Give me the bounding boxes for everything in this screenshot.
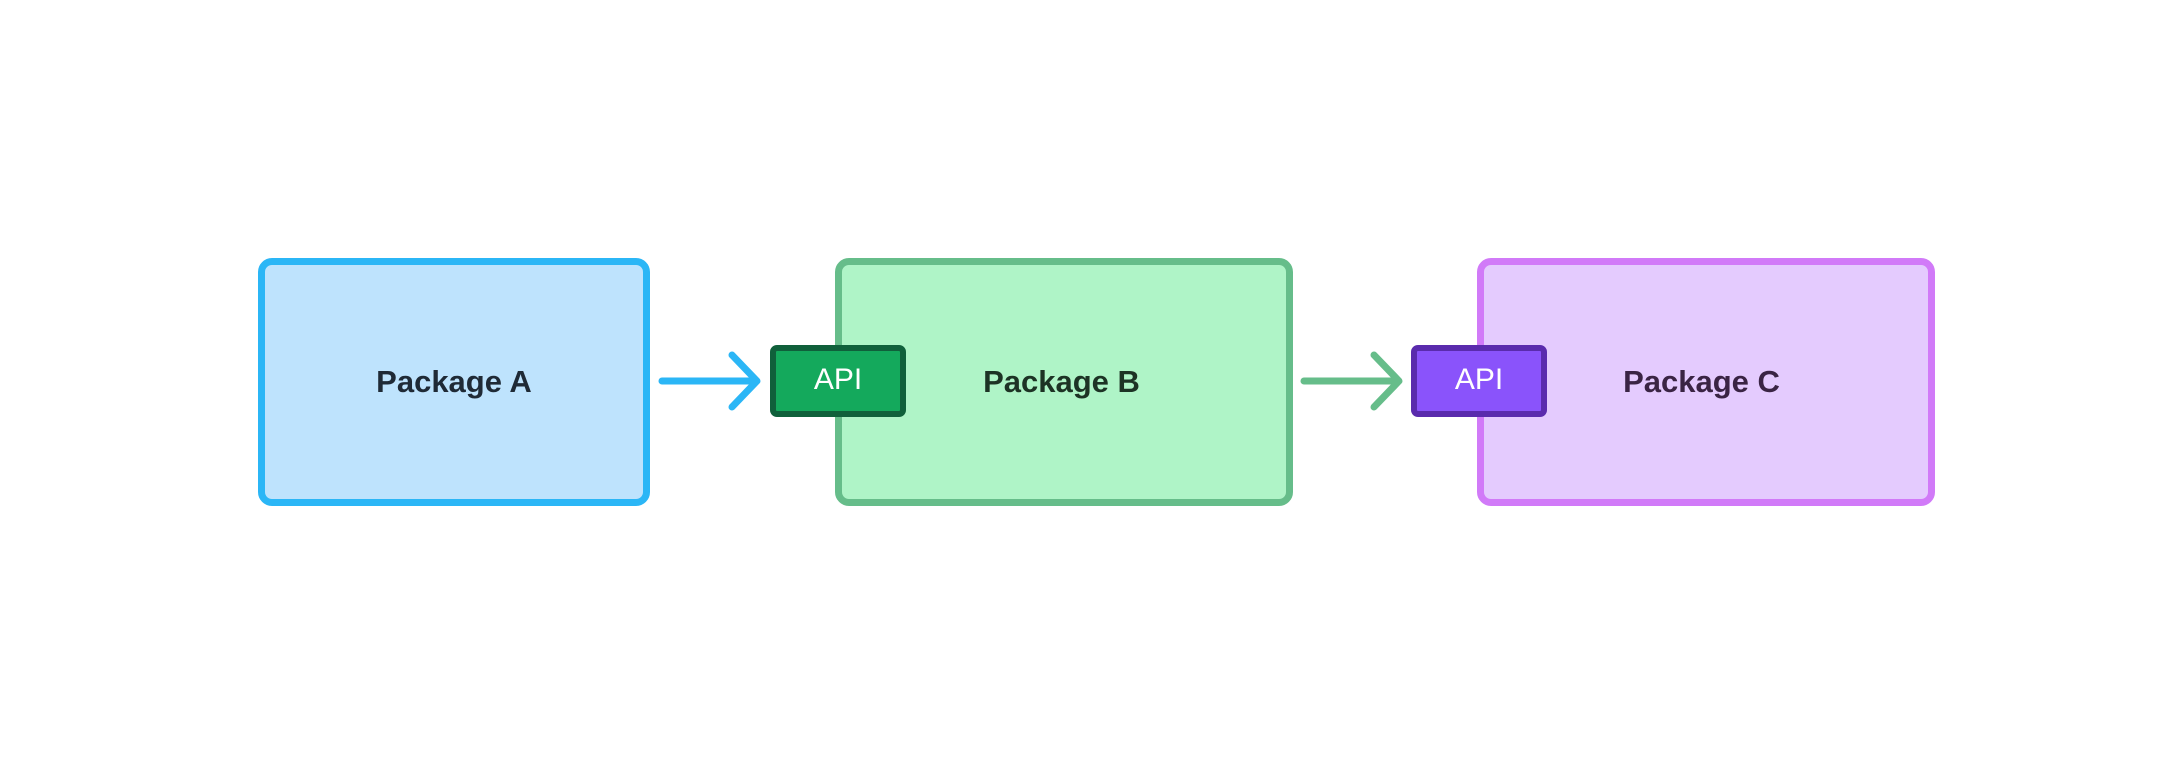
package-a-label: Package A xyxy=(376,364,532,399)
package-c-box[interactable] xyxy=(1477,258,1935,506)
package-b-label: Package B xyxy=(983,364,1140,399)
arrow-a-to-b xyxy=(658,351,761,411)
package-b-api-port[interactable]: API xyxy=(770,345,906,417)
package-b-box[interactable] xyxy=(835,258,1293,506)
package-c-api-port[interactable]: API xyxy=(1411,345,1547,417)
package-a-box[interactable] xyxy=(258,258,650,506)
package-c-label: Package C xyxy=(1623,364,1780,399)
arrow-b-to-c xyxy=(1300,351,1403,411)
